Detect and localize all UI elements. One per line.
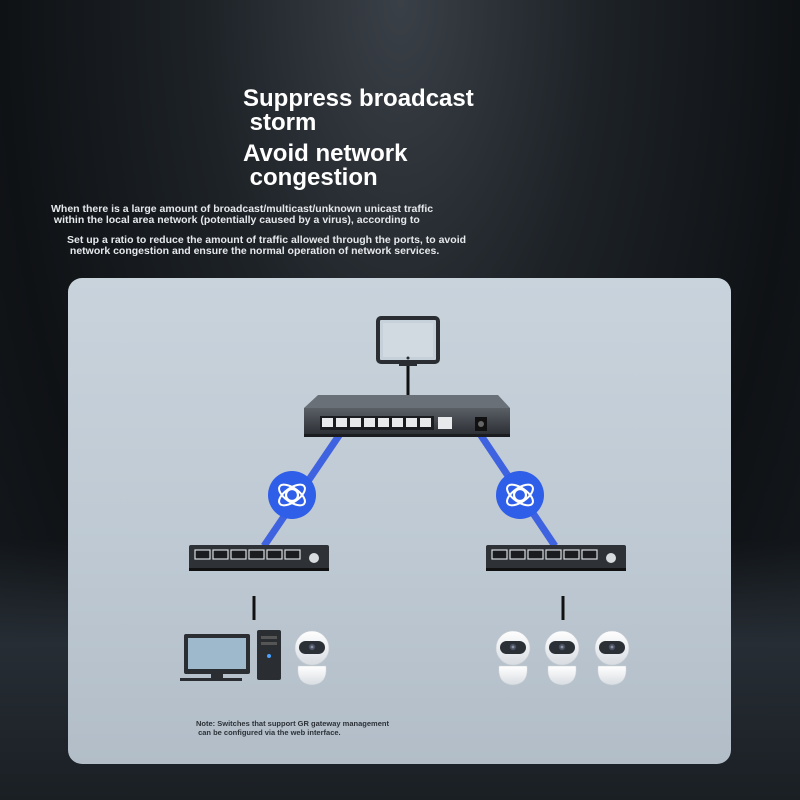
network-diagram [180, 316, 630, 686]
camera-icon [594, 630, 630, 686]
camera-icon [495, 630, 531, 686]
description-traffic: When there is a large amount of broadcas… [51, 203, 434, 226]
monitor-icon [376, 316, 440, 366]
description-ratio: Set up a ratio to reduce the amount of t… [67, 234, 467, 257]
heading-avoid-network-congestion: Avoid network congestion [243, 140, 408, 191]
desktop-computer-icon [180, 630, 281, 681]
diagram-note: Note: Switches that support GR gateway m… [196, 719, 389, 737]
main-switch [304, 395, 510, 437]
sub-switch-right [486, 545, 626, 571]
network-diagram-panel: Note: Switches that support GR gateway m… [68, 278, 731, 764]
link-icon [266, 469, 318, 521]
sub-switch-left [189, 545, 329, 571]
camera-icon [544, 630, 580, 686]
heading-suppress-broadcast-storm: Suppress broadcast storm [243, 85, 474, 136]
camera-icon [294, 630, 330, 686]
link-icon [494, 469, 546, 521]
